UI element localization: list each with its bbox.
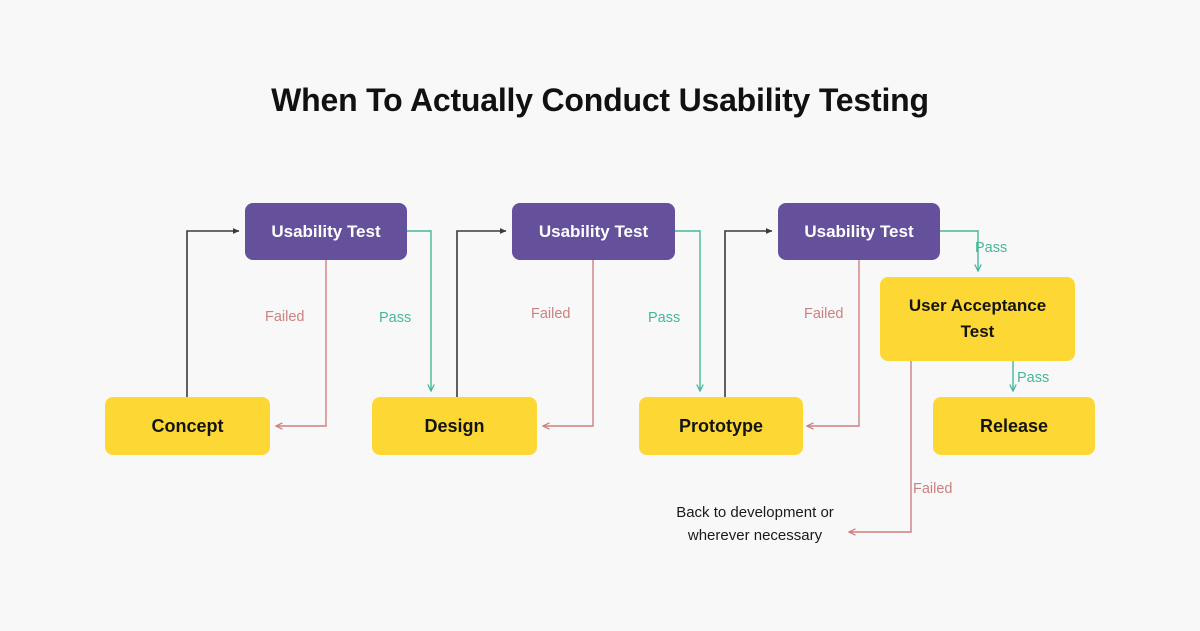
note-line-1: Back to development or [676, 504, 834, 521]
edge-test3-failed-to-prototype [807, 260, 860, 426]
note-back-to-development: Back to development or wherever necessar… [660, 501, 850, 548]
node-design[interactable]: Design [372, 397, 537, 455]
edge-label-failed-2: Failed [531, 306, 571, 322]
edge-label-pass-2: Pass [648, 310, 681, 326]
edge-label-pass-3: Pass [975, 240, 1008, 256]
edge-prototype-to-test3 [724, 228, 773, 397]
edge-label-failed-1: Failed [265, 309, 305, 325]
node-prototype[interactable]: Prototype [639, 397, 803, 455]
edge-label-failed-3: Failed [804, 306, 844, 322]
note-line-2: wherever necessary [687, 527, 823, 545]
node-release[interactable]: Release [933, 397, 1095, 455]
edge-label-pass-1: Pass [379, 310, 412, 326]
node-concept[interactable]: Concept [105, 397, 270, 455]
node-user-acceptance-test[interactable]: User Acceptance Test [880, 277, 1075, 361]
edge-concept-to-test1 [186, 228, 240, 397]
edge-test1-pass-to-design [407, 230, 431, 391]
edge-uat-failed-to-development [849, 361, 912, 532]
node-usability-test-3[interactable]: Usability Test [778, 203, 940, 260]
node-usability-test-2[interactable]: Usability Test [512, 203, 675, 260]
edge-design-to-test2 [456, 228, 507, 397]
edge-test2-pass-to-prototype [675, 230, 700, 391]
page-title: When To Actually Conduct Usability Testi… [271, 82, 929, 118]
edge-test2-failed-to-design [543, 260, 594, 426]
edge-label-pass-4: Pass [1017, 370, 1050, 386]
edge-test1-failed-to-concept [276, 260, 327, 426]
node-usability-test-1[interactable]: Usability Test [245, 203, 407, 260]
edge-label-failed-4: Failed [913, 481, 953, 497]
edge-test3-pass-to-uat [940, 230, 978, 271]
